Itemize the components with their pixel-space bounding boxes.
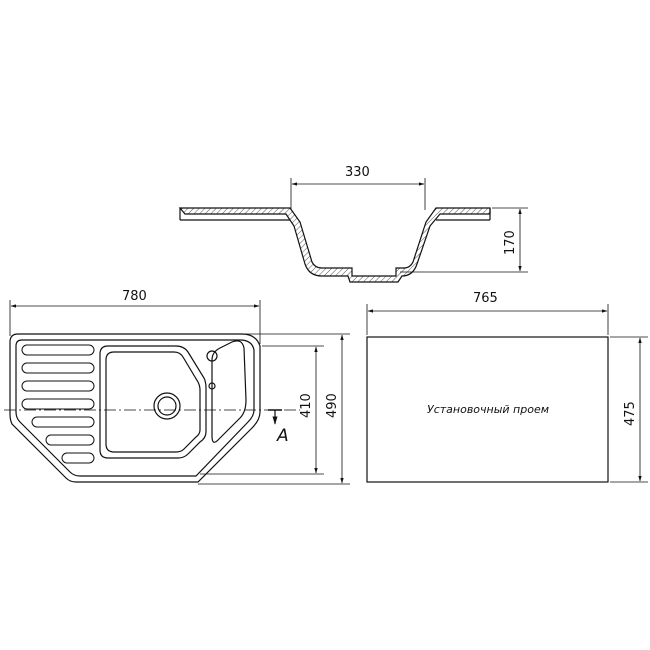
- bowl-width-label: 330: [345, 165, 370, 180]
- top-view: [4, 300, 350, 485]
- section-label: A: [276, 426, 289, 446]
- sink-outline: [9, 333, 261, 483]
- section-view: [178, 178, 528, 283]
- sink-height-label: 490: [325, 393, 340, 418]
- cutout-view: [366, 304, 648, 483]
- cutout-label: Установочный проем: [427, 403, 549, 416]
- drain: [153, 392, 181, 420]
- section-profile: [178, 207, 491, 283]
- drainer-ribs: [21, 344, 95, 464]
- cutout-rect: [366, 336, 609, 483]
- depth-label: 170: [503, 230, 518, 255]
- tap-hole: [206, 350, 218, 362]
- main-bowl: [99, 345, 207, 459]
- cutout-height-label: 475: [623, 401, 638, 426]
- bowl-inner-label: 410: [299, 393, 314, 418]
- sink-width-label: 780: [122, 289, 147, 304]
- small-bowl: [211, 340, 247, 443]
- cutout-width-label: 765: [473, 291, 498, 306]
